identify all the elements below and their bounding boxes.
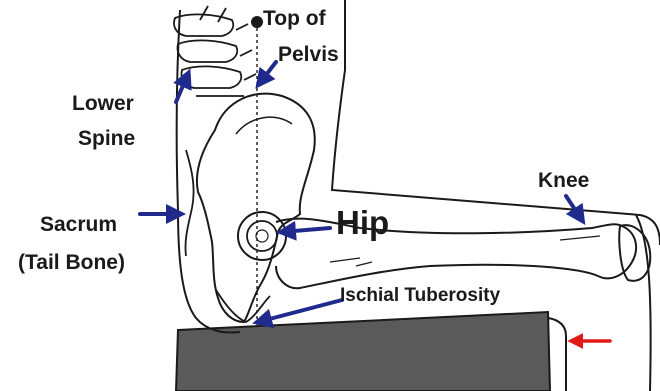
arrow-knee xyxy=(566,196,582,220)
label-lower-spine-line2: Spine xyxy=(78,128,135,149)
label-lower-spine-line1: Lower xyxy=(72,93,134,114)
femoral-head xyxy=(247,221,277,251)
label-ischial-tuberosity: Ischial Tuberosity xyxy=(340,286,500,305)
label-hip: Hip xyxy=(336,206,389,239)
ilium-inner xyxy=(236,117,292,134)
sacrum-bone xyxy=(185,150,193,256)
plumb-dot xyxy=(251,16,263,28)
calf-outline xyxy=(636,215,651,391)
label-top-of-pelvis-line2: Pelvis xyxy=(278,44,339,65)
acetabulum xyxy=(238,212,286,260)
arrow-ischial-tuberosity xyxy=(258,300,342,322)
arrow-hip xyxy=(282,228,330,232)
ischium-bone xyxy=(216,290,270,322)
back-outline xyxy=(177,10,240,332)
label-top-of-pelvis-line1: Top of xyxy=(263,8,326,29)
label-sacrum-line1: Sacrum xyxy=(40,214,117,235)
seat-cushion xyxy=(176,312,550,391)
label-sacrum-line2: (Tail Bone) xyxy=(18,252,125,273)
label-knee: Knee xyxy=(538,170,589,191)
arrow-top-of-pelvis xyxy=(259,62,276,84)
